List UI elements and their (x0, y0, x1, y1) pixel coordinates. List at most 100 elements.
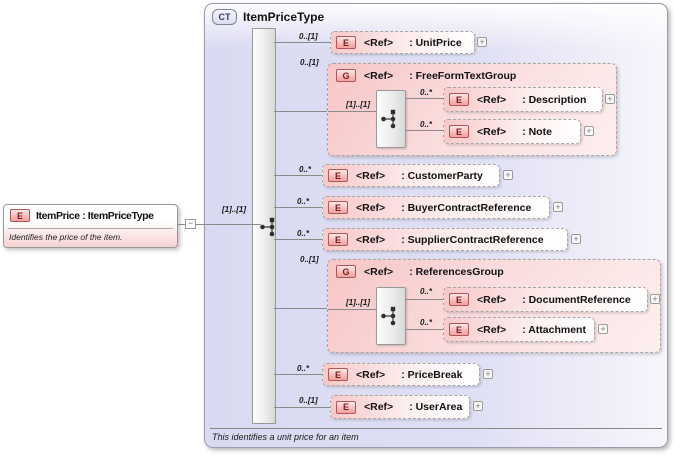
element-name: : Note (522, 125, 552, 138)
connector-line (406, 98, 443, 99)
cardinality-label: 0..* (420, 88, 433, 97)
complex-type-title: ItemPriceType (243, 10, 325, 24)
group-badge-icon: G (336, 69, 356, 82)
cardinality-label: [1]..[1] (346, 298, 370, 307)
global-element-itemprice[interactable]: E ItemPrice : ItemPriceType Identifies t… (3, 204, 178, 248)
sequence-icon (381, 109, 396, 129)
element-name: : UnitPrice (409, 36, 462, 49)
connector-line (196, 224, 261, 225)
connector-line (274, 42, 331, 43)
element-badge-icon: E (10, 209, 30, 222)
sequence-model-group[interactable] (376, 90, 406, 148)
expand-toggle-unitprice[interactable]: + (477, 37, 487, 47)
sequence-icon (260, 217, 275, 237)
ref-label: <Ref> (356, 233, 386, 246)
ref-label: <Ref> (356, 169, 386, 182)
cardinality-label: 0..[1] (300, 255, 319, 264)
ref-label: <Ref> (364, 36, 394, 49)
connector-line (328, 309, 376, 310)
element-note[interactable]: E <Ref> : Note (443, 119, 581, 144)
element-buyercontractreference[interactable]: E <Ref> : BuyerContractReference (322, 196, 550, 219)
cardinality-label: 0..* (420, 318, 433, 327)
connector-line (274, 207, 323, 208)
connector-line (274, 308, 329, 309)
connector-line (274, 175, 323, 176)
ref-label: <Ref> (364, 265, 394, 278)
group-referencesgroup[interactable]: G <Ref> : ReferencesGroup [1]..[1] 0..* … (327, 259, 661, 353)
element-unitprice[interactable]: E <Ref> : UnitPrice (330, 31, 475, 54)
element-badge-icon: E (449, 293, 469, 306)
element-name: : Description (522, 93, 587, 106)
cardinality-label: 0..[1] (299, 396, 318, 405)
element-badge-icon: E (328, 169, 348, 182)
expand-toggle-userarea[interactable]: + (473, 401, 483, 411)
divider (210, 428, 662, 429)
element-badge-icon: E (449, 323, 469, 336)
element-badge-icon: E (449, 125, 469, 138)
cardinality-label: 0..* (297, 364, 310, 373)
root-element-annotation: Identifies the price of the item. (9, 232, 123, 242)
element-badge-icon: E (328, 233, 348, 246)
expand-toggle-suppliercontractreference[interactable]: + (571, 234, 581, 244)
connector-line (274, 407, 331, 408)
connector-line (406, 130, 443, 131)
expand-toggle-documentreference[interactable]: + (650, 294, 660, 304)
cardinality-label: 0..[1] (300, 58, 319, 67)
collapse-toggle-icon[interactable]: − (185, 219, 196, 229)
ref-label: <Ref> (477, 323, 507, 336)
expand-toggle-note[interactable]: + (584, 126, 594, 136)
element-name: : UserArea (409, 401, 463, 413)
element-documentreference[interactable]: E <Ref> : DocumentReference (443, 287, 648, 312)
element-attachment[interactable]: E <Ref> : Attachment (443, 317, 595, 342)
element-badge-icon: E (336, 400, 356, 414)
element-name: : CustomerParty (401, 169, 483, 182)
element-name: : Attachment (522, 323, 586, 336)
ref-label: <Ref> (364, 401, 394, 413)
element-description[interactable]: E <Ref> : Description (443, 87, 603, 112)
element-customerparty[interactable]: E <Ref> : CustomerParty (322, 164, 500, 187)
complex-type-badge-icon: CT (212, 9, 237, 25)
ref-label: <Ref> (356, 201, 386, 214)
element-name: : DocumentReference (522, 293, 631, 306)
group-badge-icon: G (336, 265, 356, 278)
expand-toggle-pricebreak[interactable]: + (483, 369, 493, 379)
group-title-row: G <Ref> : ReferencesGroup (336, 265, 504, 278)
cardinality-label: [1]..[1] (222, 205, 246, 214)
element-userarea[interactable]: E <Ref> : UserArea (330, 395, 470, 419)
expand-toggle-attachment[interactable]: + (598, 324, 608, 334)
element-badge-icon: E (336, 36, 356, 49)
expand-toggle-description[interactable]: + (605, 94, 615, 104)
connector-line (328, 111, 376, 112)
ref-label: <Ref> (477, 125, 507, 138)
expand-toggle-customerparty[interactable]: + (503, 170, 513, 180)
cardinality-label: 0..* (299, 165, 312, 174)
group-name: : FreeFormTextGroup (409, 69, 517, 82)
cardinality-label: 0..[1] (299, 32, 318, 41)
connector-line (406, 299, 443, 300)
ref-label: <Ref> (356, 368, 386, 381)
sequence-icon (381, 306, 396, 326)
element-pricebreak[interactable]: E <Ref> : PriceBreak (322, 363, 480, 386)
complex-type-annotation: This identifies a unit price for an item (212, 432, 359, 442)
root-element-title: ItemPrice : ItemPriceType (36, 209, 154, 222)
group-freeformtextgroup[interactable]: G <Ref> : FreeFormTextGroup [1]..[1] 0..… (327, 63, 617, 156)
cardinality-label: 0..* (420, 120, 433, 129)
ref-label: <Ref> (477, 293, 507, 306)
sequence-model-group[interactable] (376, 287, 406, 345)
ref-label: <Ref> (364, 69, 394, 82)
element-name: : BuyerContractReference (401, 201, 532, 214)
connector-line (274, 374, 323, 375)
cardinality-label: 0..* (420, 287, 433, 296)
element-suppliercontractreference[interactable]: E <Ref> : SupplierContractReference (322, 228, 568, 251)
connector-line (274, 111, 329, 112)
expand-toggle-buyercontractreference[interactable]: + (553, 202, 563, 212)
root-title-row: E ItemPrice : ItemPriceType (10, 209, 154, 222)
element-badge-icon: E (449, 93, 469, 106)
divider (8, 228, 173, 229)
element-badge-icon: E (328, 368, 348, 381)
element-badge-icon: E (328, 201, 348, 214)
cardinality-label: 0..* (297, 229, 310, 238)
element-name: : PriceBreak (401, 368, 463, 381)
connector-line (178, 224, 185, 225)
